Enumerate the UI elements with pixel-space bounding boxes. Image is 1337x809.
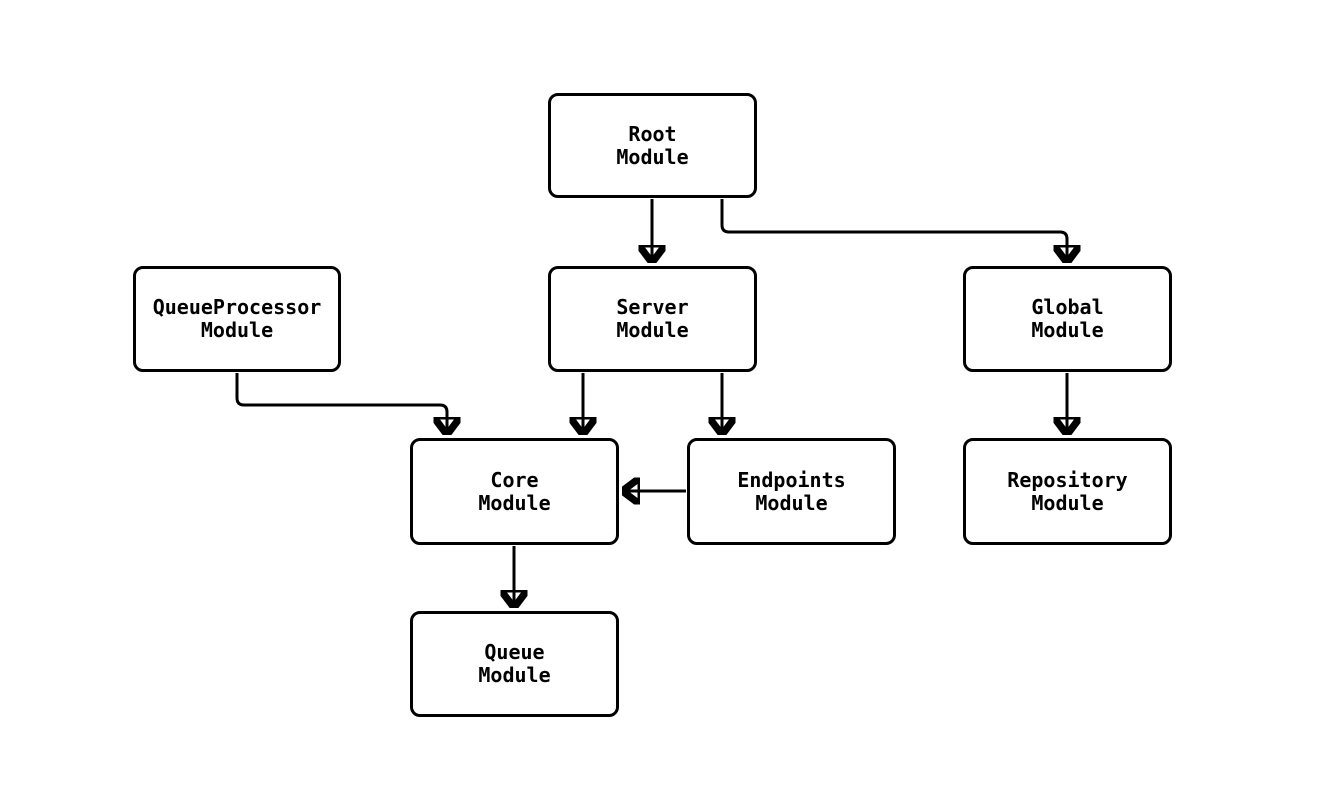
edge-queueprocessor-core <box>235 373 447 433</box>
node-label-line: Module <box>755 490 828 515</box>
node-label-line: Repository <box>1007 467 1128 492</box>
node-label-line: Queue <box>484 640 545 664</box>
node-label-line: Root <box>628 121 677 146</box>
node-label-line: Module <box>616 318 689 342</box>
node-label-line: Global <box>1031 295 1104 319</box>
node-label-line: Module <box>478 490 551 515</box>
node-label-line: Module <box>1031 318 1104 342</box>
node-label-line: Core <box>490 467 539 492</box>
node-label-line: Endpoints <box>737 467 846 492</box>
node-label-line: QueueProcessor <box>152 295 322 319</box>
node-label-line: Module <box>200 318 274 342</box>
edge-root-global <box>720 199 1067 261</box>
node-label-line: Module <box>616 144 689 169</box>
node-label-line: Server <box>616 295 689 319</box>
node-label-line: Module <box>1031 490 1104 515</box>
node-label-line: Module <box>478 663 551 687</box>
